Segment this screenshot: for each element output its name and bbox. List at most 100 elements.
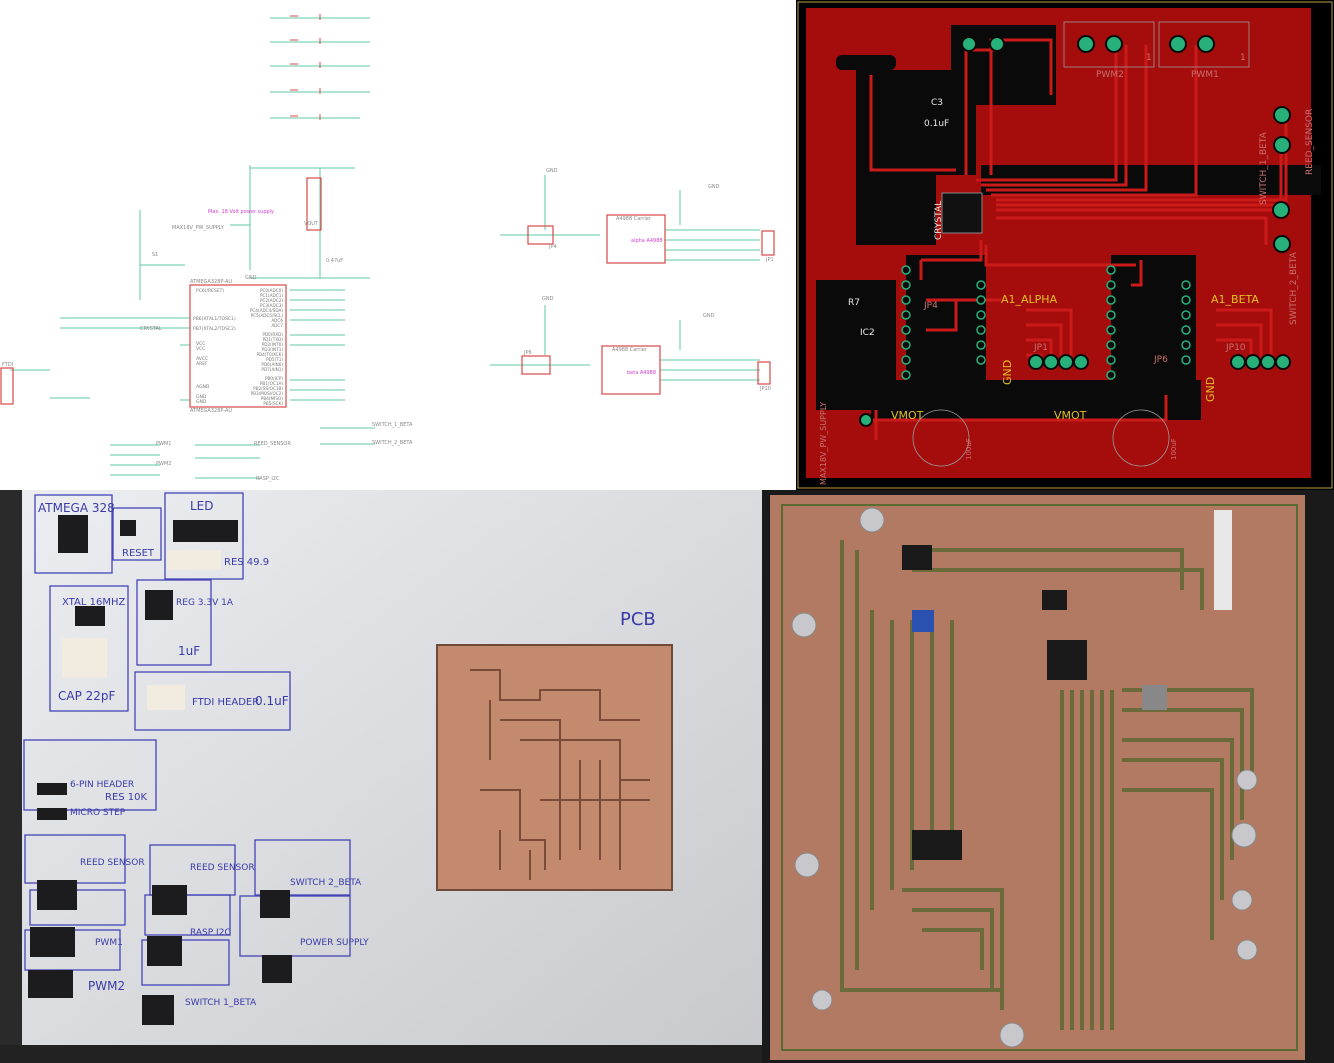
components-photo: ATMEGA 328 RESET LED RES 49.9 XTAL 16MHZ… — [0, 490, 762, 1063]
crystal-label: CRYSTAL — [140, 326, 162, 332]
reset-button — [1142, 685, 1167, 710]
part-label: MICRO STEP — [70, 808, 126, 818]
assembled-board-drawing — [770, 495, 1305, 1060]
pcb-jp4: JP4 — [923, 301, 938, 311]
mcu-pin-label: PB3(MOSI/OC2) — [251, 391, 284, 396]
mcu-pin-label: PC1(ADC1) — [260, 293, 283, 298]
pcb-a1-alpha: A1_ALPHA — [1001, 293, 1058, 306]
part-label: RES 49.9 — [224, 557, 269, 568]
rasp-i2c-label: RASP_I2C — [256, 476, 280, 482]
cap-label: 0.47uF — [326, 258, 343, 264]
mcu-pin-label: PC0(ADC0) — [260, 288, 283, 293]
mcu-pin-label: PB7(XTAL2/TOSC2) — [193, 326, 236, 332]
pcb-a1-beta: A1_BETA — [1211, 293, 1259, 306]
mcu-pin-label: PC2(ADC2) — [260, 298, 283, 303]
pcb-switch2: SWITCH_2_BETA — [1289, 251, 1299, 325]
pcb-jp6: JP6 — [1153, 355, 1168, 365]
mcu-pin-label: PC4(ADC4/SDA) — [250, 308, 284, 313]
part-label: 1uF — [178, 644, 200, 658]
pcb-cap-value: 0.1uF — [924, 119, 949, 129]
pcb-crystal: CRYSTAL — [934, 201, 944, 240]
pcb-reed: REED_SENSOR — [1305, 109, 1315, 175]
pcb-gnd: GND — [1204, 377, 1217, 402]
regulator — [912, 610, 934, 632]
components-photo-drawing: ATMEGA 328 RESET LED RES 49.9 XTAL 16MHZ… — [0, 490, 762, 1063]
part-label: SWITCH 2_BETA — [290, 878, 362, 888]
gnd-label: GND — [245, 275, 257, 281]
pcb-jp1: JP1 — [1033, 343, 1048, 353]
pcb-drawing: A1_ALPHA A1_BETA VMOT VMOT GND GND PWM2 … — [797, 1, 1333, 489]
ftdi-header — [1214, 510, 1232, 610]
switch-label: S1 — [152, 252, 158, 258]
board-traces — [840, 540, 1254, 1030]
part-label: FTDI HEADER — [192, 697, 259, 708]
schematic-symbols — [0, 177, 775, 408]
mcu-pin-label: ADC7 — [271, 323, 283, 328]
part-label: PWM1 — [95, 938, 123, 948]
part-label: PWM2 — [88, 979, 125, 993]
pcb-pin1: 1 — [1146, 53, 1152, 63]
solder-joints — [791, 507, 1258, 1048]
pcb-pwm1: PWM1 — [1191, 70, 1219, 80]
mcu-pin-label: VCC — [196, 346, 205, 352]
mcu-pin-label: PB5(SCK) — [263, 401, 283, 406]
part-label: 0.1uF — [255, 694, 289, 708]
mcu-pin-label: PB4(MISO) — [261, 396, 283, 401]
mcu-pin-label: GND — [196, 399, 207, 405]
power-note: Max. 18 Volt power supply — [208, 209, 274, 215]
pwm1-label: PWM1 — [156, 441, 171, 447]
mcu-pin-label: GND — [196, 394, 207, 400]
pcb-photo-label: PCB — [620, 609, 656, 630]
mcu-pin-label: PD6(AIN0) — [261, 362, 283, 367]
mcu-pin-label: PD1(TXD) — [263, 337, 284, 342]
power-connector-label: MAX18V_PW_SUPPLY — [172, 225, 225, 231]
assembled-board-photo — [762, 490, 1334, 1063]
pcb-c3: C3 — [931, 98, 943, 108]
part-label: RASP I2C — [190, 928, 231, 938]
mcu-pin-label: PB1(OC1A) — [260, 381, 283, 386]
driver-carrier-label: A4988 Carrier — [616, 216, 652, 222]
schematic-panel: PC6(/RESET) PB6(XTAL1/TOSC1) PB7(XTAL2/T… — [0, 0, 796, 490]
schematic-wires — [10, 17, 760, 479]
mcu-symbol — [189, 284, 287, 408]
mcu-pin-label: PB2(SS/OC1B) — [253, 386, 283, 391]
schematic-drawing: PC6(/RESET) PB6(XTAL1/TOSC1) PB7(XTAL2/T… — [0, 14, 775, 482]
driver-header — [912, 830, 962, 860]
part-label: RES 10K — [105, 792, 148, 803]
pcb-gnd: GND — [1001, 360, 1014, 385]
mcu-pin-label: PB6(XTAL1/TOSC1) — [193, 316, 236, 322]
mcu-pin-label: PD7(AIN1) — [261, 367, 283, 372]
pcb-pwm2: PWM2 — [1096, 70, 1124, 80]
pcb-cap100: 100uF — [1170, 438, 1178, 460]
gnd-label: GND — [542, 296, 554, 302]
part-label: RESET — [122, 548, 155, 559]
mcu-name-bottom: ATMEGA328P-AU — [190, 408, 232, 414]
driver-beta-label: beta A4988 — [627, 370, 656, 376]
pcb-switch1: SWITCH_1_BETA — [1259, 131, 1269, 205]
mcu-name: ATMEGA328P-AU — [190, 279, 232, 285]
switch1-label: SWITCH_1_BETA — [372, 422, 413, 428]
mcu-pin-label: PC3(ADC3) — [260, 303, 283, 308]
jp-label: JP1 — [765, 257, 774, 263]
mcu-chip — [1047, 640, 1087, 680]
component-images — [28, 515, 292, 1025]
regulator-symbol — [306, 177, 322, 231]
pcb-clearance — [816, 25, 1321, 420]
driver-alpha-symbol — [606, 214, 666, 264]
part-label: REED SENSOR — [190, 863, 255, 873]
pcb-vmot: VMOT — [891, 409, 924, 422]
part-label: 6-PIN HEADER — [70, 780, 134, 790]
pcb-layout-panel: A1_ALPHA A1_BETA VMOT VMOT GND GND PWM2 … — [796, 0, 1334, 490]
gnd-label: GND — [546, 168, 558, 174]
mcu-pin-label: PD4(T0/XCK) — [256, 352, 283, 357]
mcu-pin-label: AREF — [196, 361, 208, 367]
mcu-pin-label: PC6(/RESET) — [196, 288, 224, 294]
pcb-vmot: VMOT — [1054, 409, 1087, 422]
pcb-power: MAX18V_PW_SUPPLY — [819, 402, 828, 485]
jp-label: JP10 — [759, 386, 771, 392]
part-label: POWER SUPPLY — [300, 938, 369, 948]
part-label: SWITCH 1_BETA — [185, 998, 257, 1008]
driver-carrier-label: A4988 Carrier — [612, 347, 648, 353]
ftdi-label: FTDI — [2, 362, 13, 368]
pwm2-label: PWM2 — [156, 461, 171, 467]
